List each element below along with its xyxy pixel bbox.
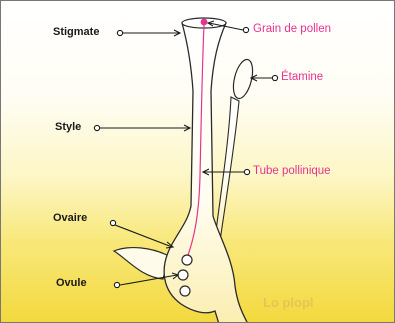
pollen-grain [201, 19, 208, 26]
stamen-filament [215, 97, 239, 241]
background-faded-text: Lo plopl [263, 295, 314, 310]
label-grain-de-pollen: Grain de pollen [253, 24, 331, 36]
label-tube-pollinique: Tube pollinique [253, 166, 331, 178]
label-ovaire: Ovaire [53, 213, 87, 224]
sepal-left [114, 248, 169, 279]
label-ovule: Ovule [56, 278, 87, 289]
ovule-top [182, 255, 192, 265]
ovule-bottom [180, 286, 190, 296]
label-etamine: Étamine [281, 72, 323, 84]
label-style: Style [55, 122, 81, 133]
ovule-middle [178, 270, 188, 280]
label-stigmate: Stigmate [53, 27, 99, 38]
